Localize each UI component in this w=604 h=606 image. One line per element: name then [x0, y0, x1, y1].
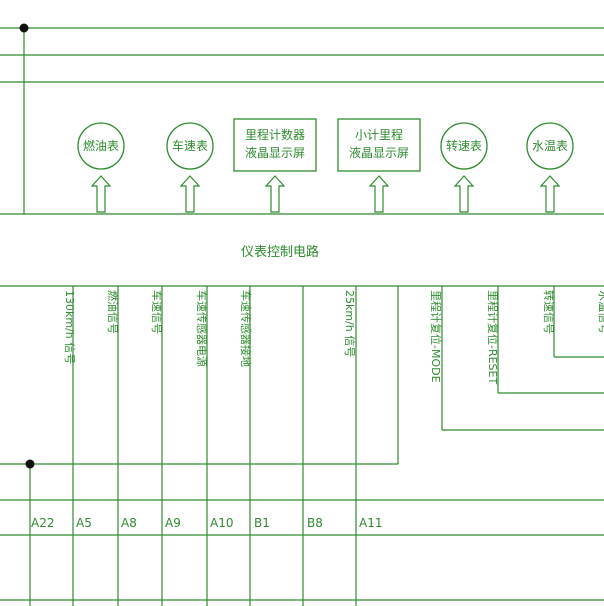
wires — [0, 27, 604, 606]
signal-label-s2: 燃油信号 — [106, 290, 120, 334]
junction-dot-top — [19, 23, 29, 33]
pin-label: A11 — [359, 516, 382, 530]
pin-label: B8 — [307, 516, 323, 530]
pin-label: A22 — [31, 516, 54, 530]
gauge-circle — [77, 122, 125, 170]
signal-labels: 130km/h 信号 燃油信号 车速信号 车速传感器电源 车速传感器接地 25km/h 信… — [63, 290, 604, 384]
signal-label-s10: 里程计复位-RESET — [486, 290, 500, 384]
instrument-speed: 车速表 — [166, 122, 214, 170]
signal-label-s11: 转速信号 — [542, 290, 556, 334]
display-box — [233, 118, 317, 172]
instrument-group: 燃油表车速表里程计数器液晶显示屏小计里程液晶显示屏转速表水温表 — [77, 118, 574, 172]
instrument-tacho: 转速表 — [440, 122, 488, 170]
gauge-label: 水温表 — [532, 139, 568, 153]
arrows — [90, 175, 561, 213]
signal-arrow — [90, 175, 112, 213]
signal-label-s9: 里程计复位-MODE — [429, 290, 443, 383]
gauge-circle — [526, 122, 574, 170]
gauge-circle — [166, 122, 214, 170]
display-label: 里程计数器 — [245, 127, 305, 142]
signal-label-s5: 车速传感器接地 — [239, 290, 253, 367]
signal-label-s12: 水温信号 — [597, 290, 604, 334]
junction-dot-bottom — [25, 459, 35, 469]
control-module-label: 仪表控制电路 — [241, 244, 319, 260]
gauge-label: 车速表 — [172, 138, 208, 153]
signal-label-s1: 130km/h 信号 — [63, 290, 76, 364]
pin-label: B1 — [254, 516, 270, 530]
display-label: 液晶显示屏 — [245, 145, 305, 160]
display-box — [337, 118, 421, 172]
signal-arrow — [539, 175, 561, 213]
pin-label: A8 — [121, 516, 137, 530]
gauge-label: 燃油表 — [83, 138, 119, 153]
display-label: 液晶显示屏 — [349, 145, 409, 160]
gauge-label: 转速表 — [446, 138, 482, 153]
display-label: 小计里程 — [355, 127, 403, 142]
signal-arrow — [453, 175, 475, 213]
signal-arrow — [368, 175, 390, 213]
signal-label-s7: 25km/h 信号 — [343, 290, 356, 357]
pin-label: A9 — [165, 516, 181, 530]
pin-label: A10 — [210, 516, 233, 530]
gauge-circle — [440, 122, 488, 170]
signal-label-s3: 车速信号 — [150, 290, 164, 334]
signal-arrow — [179, 175, 201, 213]
instrument-fuel: 燃油表 — [77, 122, 125, 170]
signal-label-s4: 车速传感器电源 — [195, 290, 209, 367]
signal-arrow — [264, 175, 286, 213]
instrument-temp: 水温表 — [526, 122, 574, 170]
pin-label: A5 — [76, 516, 92, 530]
pin-labels: A22 A5 A8 A9 A10 B1 B8 A11 — [31, 516, 382, 530]
